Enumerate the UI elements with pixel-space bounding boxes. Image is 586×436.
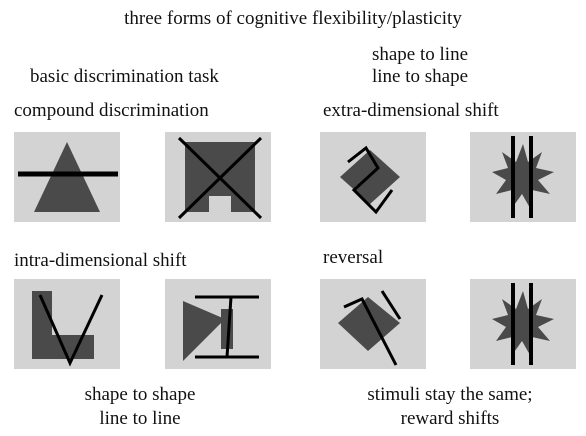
- figure-title: three forms of cognitive flexibility/pla…: [124, 8, 462, 29]
- intra-dim-caption-line1: shape to shape: [84, 384, 196, 405]
- reversal-caption-line2: reward shifts: [400, 408, 500, 429]
- compound-stimulus-triangle-line: [14, 132, 120, 222]
- reversal-stimulus-diamond-v: [320, 279, 426, 369]
- extra-dim-caption-line2: line to shape: [371, 66, 469, 87]
- compound-stimulus-square-cross: [165, 132, 271, 222]
- intra-dimensional-shift-label: intra-dimensional shift: [14, 250, 187, 271]
- reversal-caption-line1: stimuli stay the same;: [367, 384, 533, 405]
- extra-dimensional-shift-label: extra-dimensional shift: [323, 100, 499, 121]
- basic-discrimination-label: basic discrimination task: [30, 66, 219, 87]
- intra-dim-stimulus-l-shape-v: [14, 279, 120, 369]
- extra-dim-caption-line1: shape to line: [371, 44, 469, 65]
- extra-dim-stimulus-star-lines: [470, 132, 576, 222]
- extra-dim-stimulus-diamond-zigzag: [320, 132, 426, 222]
- compound-discrimination-label: compound discrimination: [14, 100, 209, 121]
- reversal-stimulus-star-lines: [470, 279, 576, 369]
- intra-dim-caption-line2: line to line: [99, 408, 181, 429]
- reversal-label: reversal: [323, 247, 384, 268]
- intra-dim-stimulus-wedge-ibeam: [165, 279, 271, 369]
